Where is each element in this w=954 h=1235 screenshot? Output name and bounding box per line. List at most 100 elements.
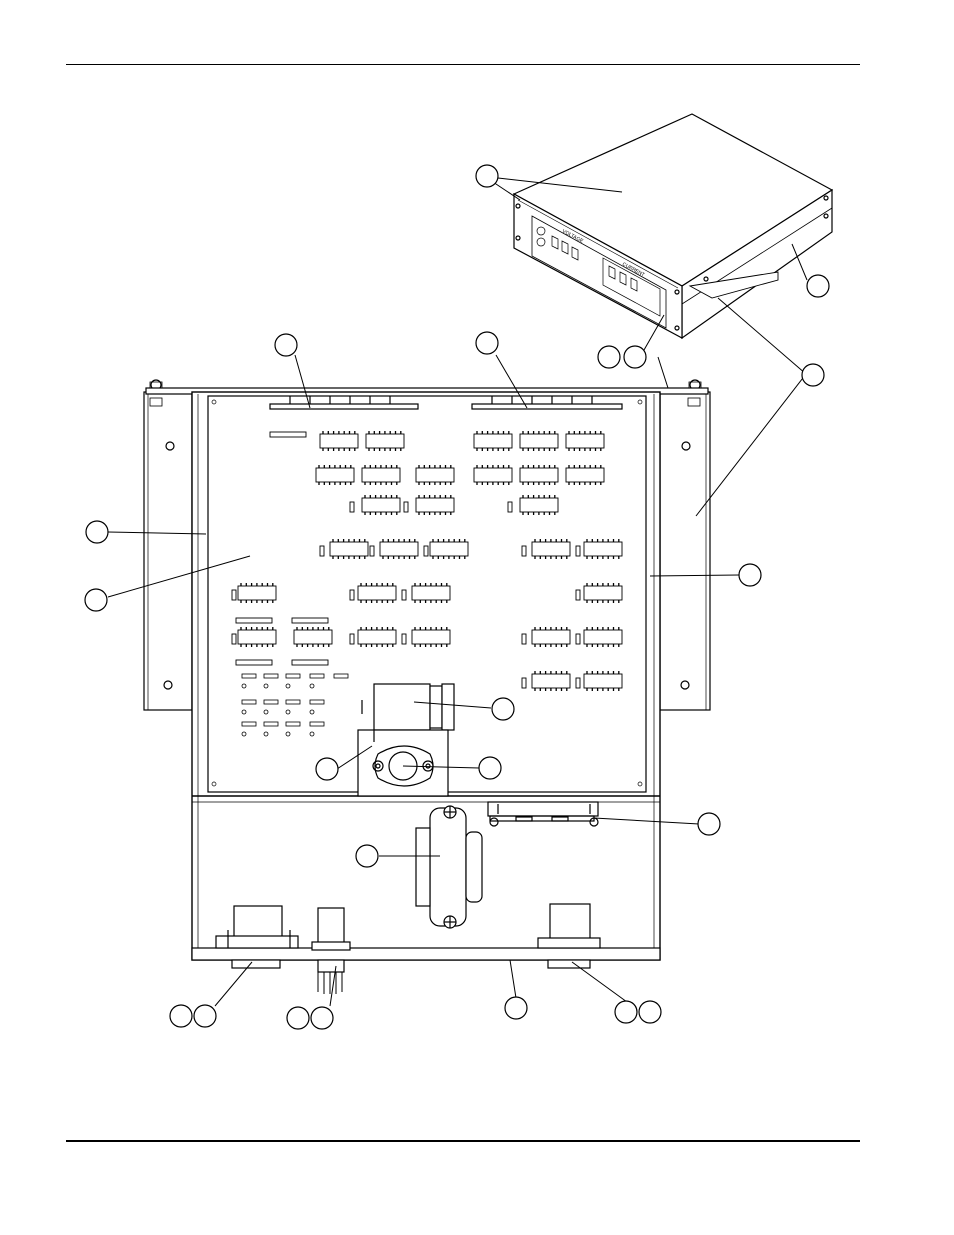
resistor	[241, 721, 257, 727]
ic-chip	[583, 583, 623, 603]
unit-bracket	[688, 271, 779, 299]
passive-part	[575, 545, 581, 557]
connector-right	[537, 903, 601, 969]
ic-chip	[415, 495, 455, 515]
ic-chip	[357, 627, 397, 647]
pad	[263, 709, 269, 715]
callout-connector-left	[274, 333, 298, 357]
right-mounting-rail	[659, 379, 711, 711]
rail-hole	[165, 441, 175, 451]
callout-pcb	[84, 588, 108, 612]
footer-rule	[66, 1140, 860, 1142]
ic-chip	[531, 671, 571, 691]
passive-part	[423, 545, 429, 557]
resistor	[285, 673, 301, 679]
ic-chip	[473, 431, 513, 451]
resistor	[309, 721, 325, 727]
ic-chip	[329, 539, 369, 559]
passive-part	[231, 589, 237, 601]
passive-part	[401, 633, 407, 645]
ic-chip	[531, 539, 571, 559]
ic-chip	[293, 627, 333, 647]
callout-connector-right	[475, 331, 499, 355]
connector-left	[215, 905, 299, 969]
ic-chip	[315, 465, 355, 485]
ic-chip	[531, 627, 571, 647]
ic-chip	[411, 627, 451, 647]
rail-hole	[163, 680, 173, 690]
passive-part	[401, 589, 407, 601]
ic-chips	[237, 431, 623, 691]
passive-part	[349, 501, 355, 513]
resistor	[309, 699, 325, 705]
resistor	[309, 673, 325, 679]
passive-part	[319, 545, 325, 557]
pad	[263, 683, 269, 689]
callout-heatsink	[315, 757, 339, 781]
callout-bubbles	[84, 164, 830, 1030]
resistor	[263, 721, 279, 727]
passive-part	[521, 545, 527, 557]
passive-components	[231, 501, 581, 737]
passive-part	[349, 633, 355, 645]
callout-dsub	[697, 812, 721, 836]
ic-chip	[411, 583, 451, 603]
leader-lines	[107, 177, 808, 1007]
front-panel-inset	[531, 215, 667, 329]
callout-pot-b	[310, 1006, 334, 1030]
pad	[241, 709, 247, 715]
ic-chip	[429, 539, 469, 559]
pad	[241, 731, 247, 737]
callout-conn1-a	[169, 1004, 193, 1028]
ic-chip	[237, 583, 277, 603]
pad	[285, 683, 291, 689]
passive-part	[403, 501, 409, 513]
passive-part	[521, 677, 527, 689]
resistor	[285, 699, 301, 705]
resistor	[235, 617, 273, 624]
ic-chip	[583, 671, 623, 691]
ic-chip	[583, 539, 623, 559]
passive-part	[507, 501, 513, 513]
potentiometer	[311, 907, 351, 994]
ic-chip	[519, 465, 559, 485]
callout-top-cover	[475, 164, 499, 188]
pad	[309, 731, 315, 737]
passive-part	[575, 677, 581, 689]
rail-hole	[681, 441, 691, 451]
ic-chip	[365, 431, 405, 451]
callout-pot-a	[286, 1006, 310, 1030]
transformer	[415, 805, 483, 929]
unit-front-face	[513, 192, 683, 340]
edge-connector-left	[269, 403, 419, 410]
callout-conn2-b	[638, 1000, 662, 1024]
pad	[309, 683, 315, 689]
pad	[263, 731, 269, 737]
resistor	[291, 617, 329, 624]
passive-part	[575, 589, 581, 601]
edge-connector-right	[471, 403, 623, 410]
ic-chip	[415, 465, 455, 485]
ic-chip	[565, 431, 605, 451]
callout-transistor	[478, 756, 502, 780]
pad	[309, 709, 315, 715]
rail-hole	[680, 680, 690, 690]
ic-chip	[361, 495, 401, 515]
left-mounting-rail	[143, 379, 193, 711]
pad	[241, 683, 247, 689]
ic-chip	[357, 583, 397, 603]
callout-conn2-a	[614, 1000, 638, 1024]
ic-chip	[519, 495, 559, 515]
ic-chip	[237, 627, 277, 647]
passive-part	[575, 633, 581, 645]
ic-chip	[473, 465, 513, 485]
resistor	[333, 673, 349, 679]
unit-isometric: VOLTAGE CURRENT	[512, 113, 834, 340]
callout-bracket	[801, 363, 825, 387]
capacitor	[361, 683, 455, 731]
ic-chip	[519, 431, 559, 451]
resistor	[241, 673, 257, 679]
resistor	[263, 699, 279, 705]
callout-capacitor	[491, 697, 515, 721]
